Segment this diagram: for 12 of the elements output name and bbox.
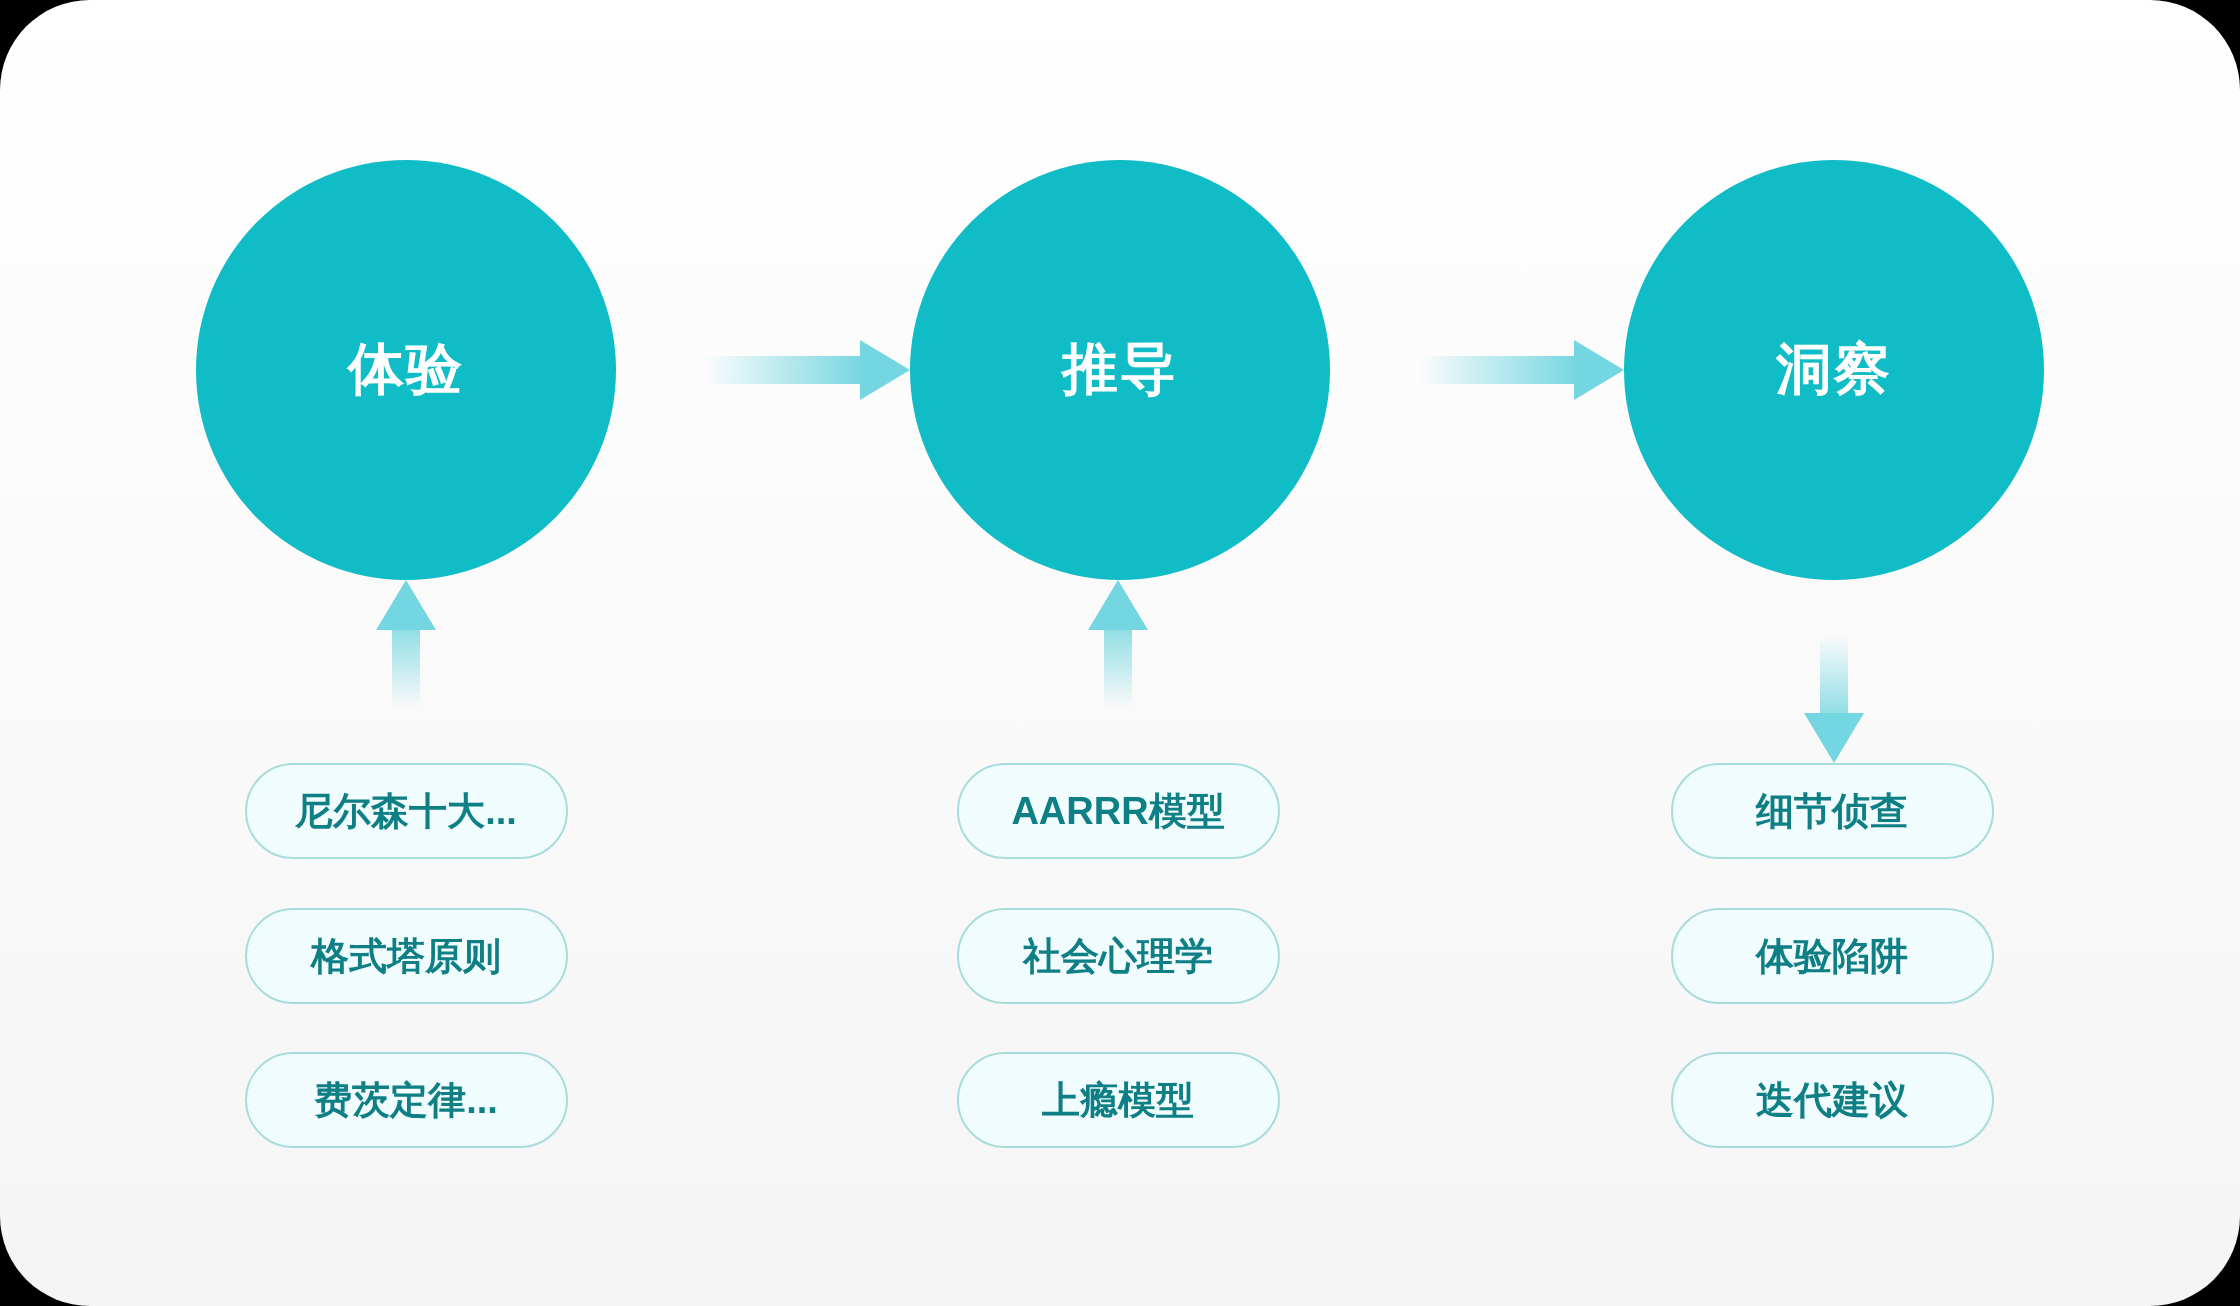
method-pill: 社会心理学	[956, 908, 1280, 1004]
stage-circle: 洞察	[1624, 160, 2044, 580]
stage-circle: 体验	[196, 160, 616, 580]
method-pill: 上瘾模型	[956, 1052, 1280, 1148]
method-pill: 迭代建议	[1670, 1052, 1994, 1148]
method-pill: 格式塔原则	[244, 908, 568, 1004]
method-pill: 费茨定律...	[244, 1052, 568, 1148]
method-pill: AARRR模型	[956, 763, 1280, 859]
stage-circle: 推导	[910, 160, 1330, 580]
method-pill: 细节侦查	[1670, 763, 1994, 859]
method-pill: 体验陷阱	[1670, 908, 1994, 1004]
method-pill: 尼尔森十大...	[244, 763, 568, 859]
